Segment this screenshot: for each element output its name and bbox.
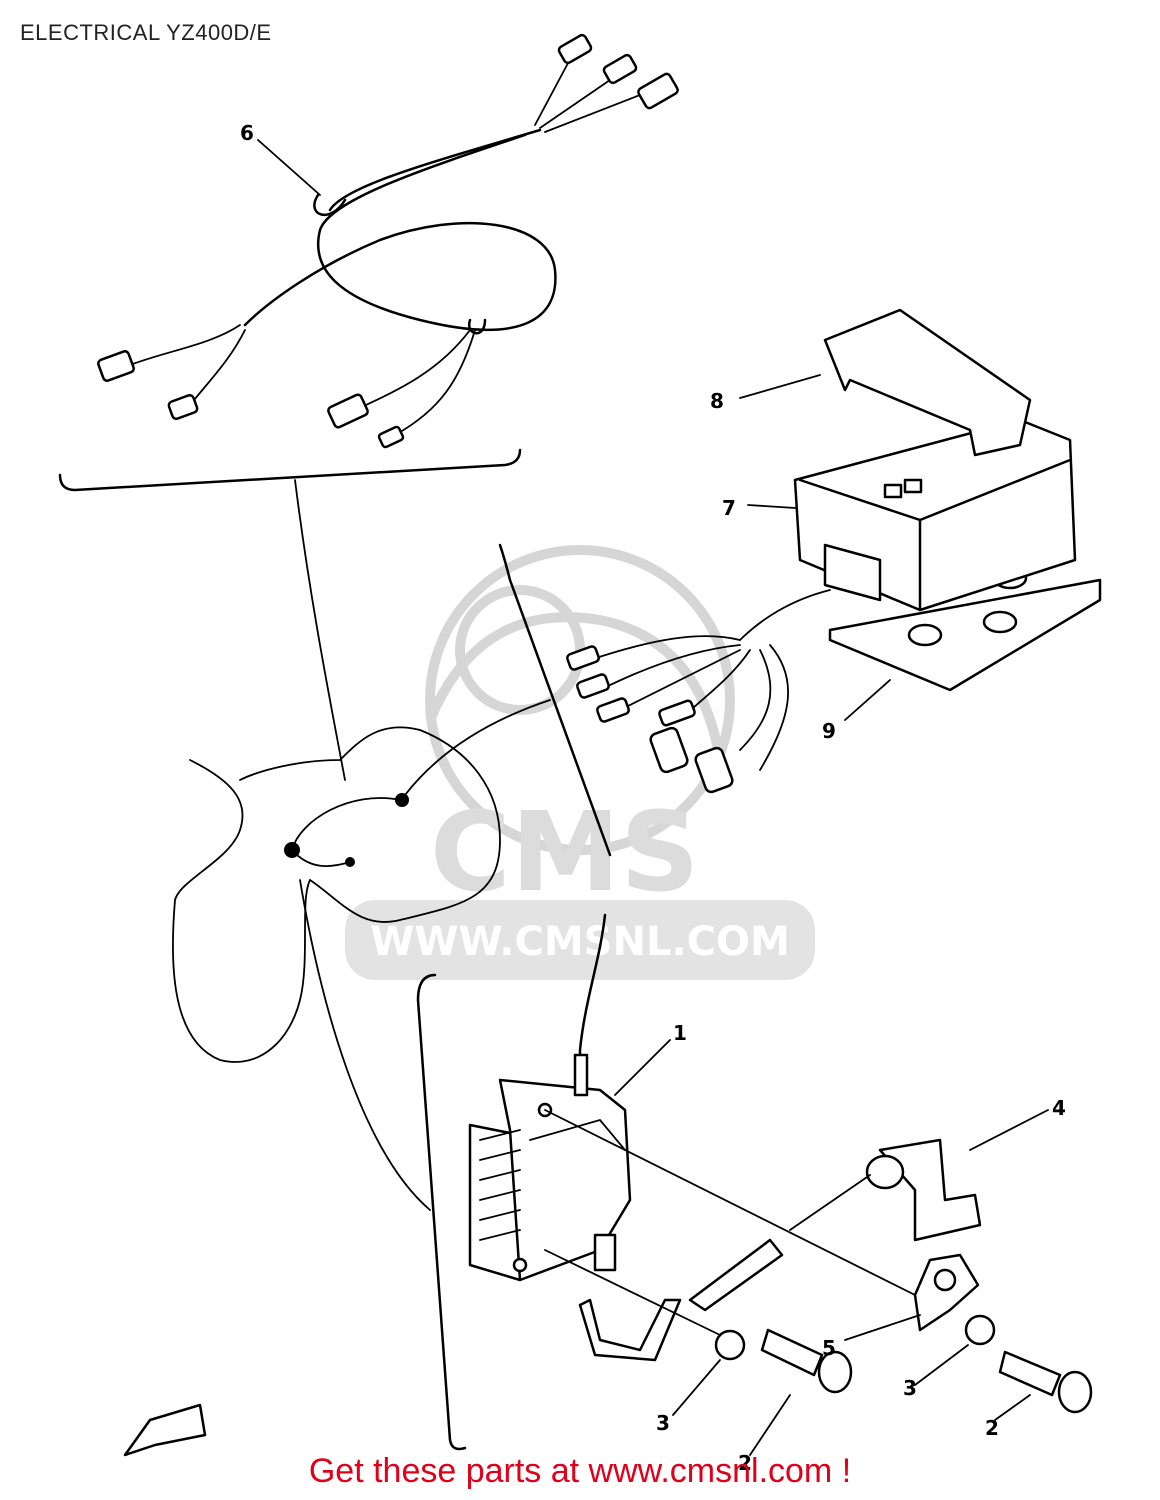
front-direction-arrow <box>123 1403 207 1457</box>
callout-8: 8 <box>710 389 724 413</box>
rubber-tube <box>688 1238 784 1312</box>
callout-2-right: 2 <box>985 1416 999 1440</box>
diagram-title: ELECTRICAL YZ400D/E <box>20 20 272 45</box>
cms-watermark: CMS WWW.CMSNL.COM <box>345 545 815 980</box>
callout-7: 7 <box>722 496 736 520</box>
bracket-upper <box>58 448 522 492</box>
hose-elbow <box>578 1298 682 1362</box>
callout-3-right: 3 <box>903 1376 917 1400</box>
callout-5: 5 <box>822 1336 836 1360</box>
bolt-left <box>760 1328 853 1394</box>
wire-harness <box>97 33 679 449</box>
callout-6: 6 <box>240 121 254 145</box>
washer-left <box>714 1329 746 1361</box>
callout-1: 1 <box>673 1021 687 1045</box>
callout-3-left: 3 <box>656 1411 670 1435</box>
callout-2-left: 2 <box>738 1451 752 1475</box>
cdi-unit <box>793 308 1102 692</box>
footer-link[interactable]: Get these parts at www.cmsnl.com ! <box>308 1452 852 1490</box>
clamp <box>913 1253 980 1332</box>
watermark-url: WWW.CMSNL.COM <box>370 919 790 965</box>
callout-9: 9 <box>822 719 836 743</box>
callout-4: 4 <box>1052 1096 1066 1120</box>
spark-plug-cap <box>865 1138 982 1242</box>
bracket-left <box>416 973 467 1451</box>
cdi-wires <box>566 589 831 794</box>
bolt-right <box>998 1350 1093 1414</box>
watermark-logo: CMS <box>430 788 699 916</box>
motorcycle-outline <box>172 726 501 1063</box>
washer-right <box>964 1314 996 1346</box>
